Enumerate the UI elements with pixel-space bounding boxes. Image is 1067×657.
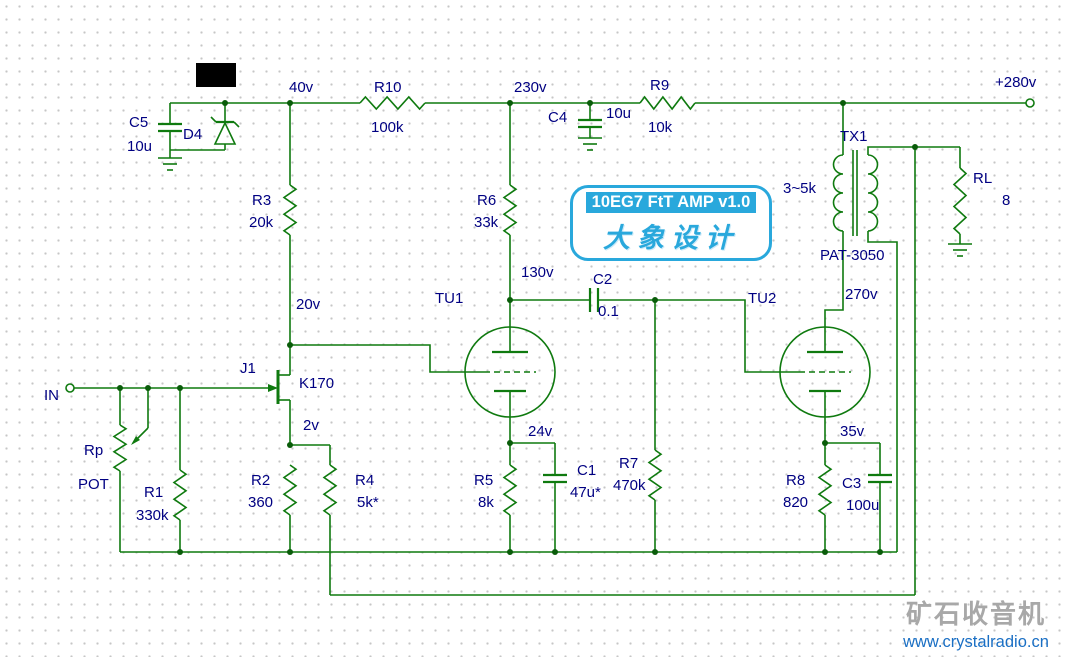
c2-value: 0.1 bbox=[598, 303, 619, 320]
c5-ref: C5 bbox=[129, 114, 148, 131]
redacted-label bbox=[196, 63, 236, 87]
r7-value: 470k bbox=[613, 477, 646, 494]
voltage-270v: 270v bbox=[845, 286, 878, 303]
junction-dots bbox=[117, 100, 918, 555]
voltage-130v: 130v bbox=[521, 264, 554, 281]
resistor-r3 bbox=[282, 184, 298, 236]
c3-ref: C3 bbox=[842, 475, 861, 492]
voltage-24v: 24v bbox=[528, 423, 553, 440]
potentiometer-rp bbox=[112, 424, 128, 472]
input-label: IN bbox=[44, 387, 59, 404]
title-badge: 10EG7 FtT AMP v1.0 大象设计 bbox=[570, 185, 772, 261]
tx1-impedance: 3~5k bbox=[783, 180, 816, 197]
r4-ref: R4 bbox=[355, 472, 374, 489]
r8-ref: R8 bbox=[786, 472, 805, 489]
resistor-r4 bbox=[322, 464, 338, 516]
c5-value: 10u bbox=[127, 138, 152, 155]
resistor-r2 bbox=[282, 464, 298, 516]
supply-terminal bbox=[1025, 98, 1035, 108]
zener-diode-d4 bbox=[210, 116, 240, 145]
capacitor-c5 bbox=[158, 122, 182, 133]
voltage-35v: 35v bbox=[840, 423, 865, 440]
tu1-ref: TU1 bbox=[435, 290, 463, 307]
ground-symbol-rl bbox=[948, 243, 972, 257]
r2-value: 360 bbox=[248, 494, 273, 511]
supply-label: +280v bbox=[995, 74, 1037, 91]
capacitor-c3 bbox=[868, 473, 892, 484]
jfet-j1 bbox=[268, 345, 291, 404]
rl-value: 8 bbox=[1002, 192, 1010, 209]
voltage-40v: 40v bbox=[289, 79, 314, 96]
wires bbox=[74, 102, 1026, 596]
c3-value: 100u bbox=[846, 497, 879, 514]
resistor-r1 bbox=[172, 469, 188, 521]
resistor-r7 bbox=[647, 449, 663, 501]
r6-value: 33k bbox=[474, 214, 499, 231]
rp-value: POT bbox=[78, 476, 109, 493]
d4-ref: D4 bbox=[183, 126, 202, 143]
resistor-r10 bbox=[359, 95, 426, 111]
j1-ref: J1 bbox=[240, 360, 256, 377]
r7-ref: R7 bbox=[619, 455, 638, 472]
r9-ref: R9 bbox=[650, 77, 669, 94]
r3-value: 20k bbox=[249, 214, 274, 231]
r8-value: 820 bbox=[783, 494, 808, 511]
watermark-site-url: www.crystalradio.cn bbox=[903, 633, 1049, 651]
j1-value: K170 bbox=[299, 375, 334, 392]
r6-ref: R6 bbox=[477, 192, 496, 209]
tu2-ref: TU2 bbox=[748, 290, 776, 307]
r1-ref: R1 bbox=[144, 484, 163, 501]
labels: IN +280v 40v 230v 130v 270v 20v 2v 24v 3… bbox=[44, 74, 1037, 524]
rp-ref: Rp bbox=[84, 442, 103, 459]
resistor-r6 bbox=[502, 184, 518, 236]
voltage-2v: 2v bbox=[303, 417, 319, 434]
voltage-20v: 20v bbox=[296, 296, 321, 313]
c1-value: 47u* bbox=[570, 484, 601, 501]
ground-symbol-c4 bbox=[578, 137, 602, 151]
c2-ref: C2 bbox=[593, 271, 612, 288]
badge-subtitle: 大象设计 bbox=[603, 222, 739, 253]
c1-ref: C1 bbox=[577, 462, 596, 479]
watermark-site-name: 矿石收音机 bbox=[905, 599, 1046, 629]
capacitor-c2 bbox=[588, 288, 600, 312]
capacitor-c1 bbox=[543, 473, 567, 484]
r10-value: 100k bbox=[371, 119, 404, 136]
r3-ref: R3 bbox=[252, 192, 271, 209]
r10-ref: R10 bbox=[374, 79, 402, 96]
ground-symbol-c5 bbox=[158, 157, 182, 171]
capacitor-c4 bbox=[578, 118, 602, 129]
resistor-rl bbox=[952, 167, 968, 235]
r1-value: 330k bbox=[136, 507, 169, 524]
r9-value: 10k bbox=[648, 119, 673, 136]
c4-value: 10u bbox=[606, 105, 631, 122]
c4-ref: C4 bbox=[548, 109, 567, 126]
r5-ref: R5 bbox=[474, 472, 493, 489]
tx1-model: PAT-3050 bbox=[820, 247, 884, 264]
r4-value: 5k* bbox=[357, 494, 379, 511]
tube-tu2 bbox=[779, 326, 871, 418]
resistor-r8 bbox=[817, 464, 833, 516]
resistor-r9 bbox=[639, 95, 696, 111]
r5-value: 8k bbox=[478, 494, 494, 511]
resistor-r5 bbox=[502, 464, 518, 516]
r2-ref: R2 bbox=[251, 472, 270, 489]
rl-ref: RL bbox=[973, 170, 992, 187]
transformer-tx1 bbox=[832, 150, 879, 236]
tx1-ref: TX1 bbox=[840, 128, 868, 145]
voltage-230v: 230v bbox=[514, 79, 547, 96]
site-watermark: 矿石收音机 www.crystalradio.cn bbox=[888, 594, 1064, 652]
tube-tu1 bbox=[464, 326, 556, 418]
input-terminal bbox=[65, 383, 75, 393]
badge-title: 10EG7 FtT AMP v1.0 bbox=[585, 191, 757, 213]
